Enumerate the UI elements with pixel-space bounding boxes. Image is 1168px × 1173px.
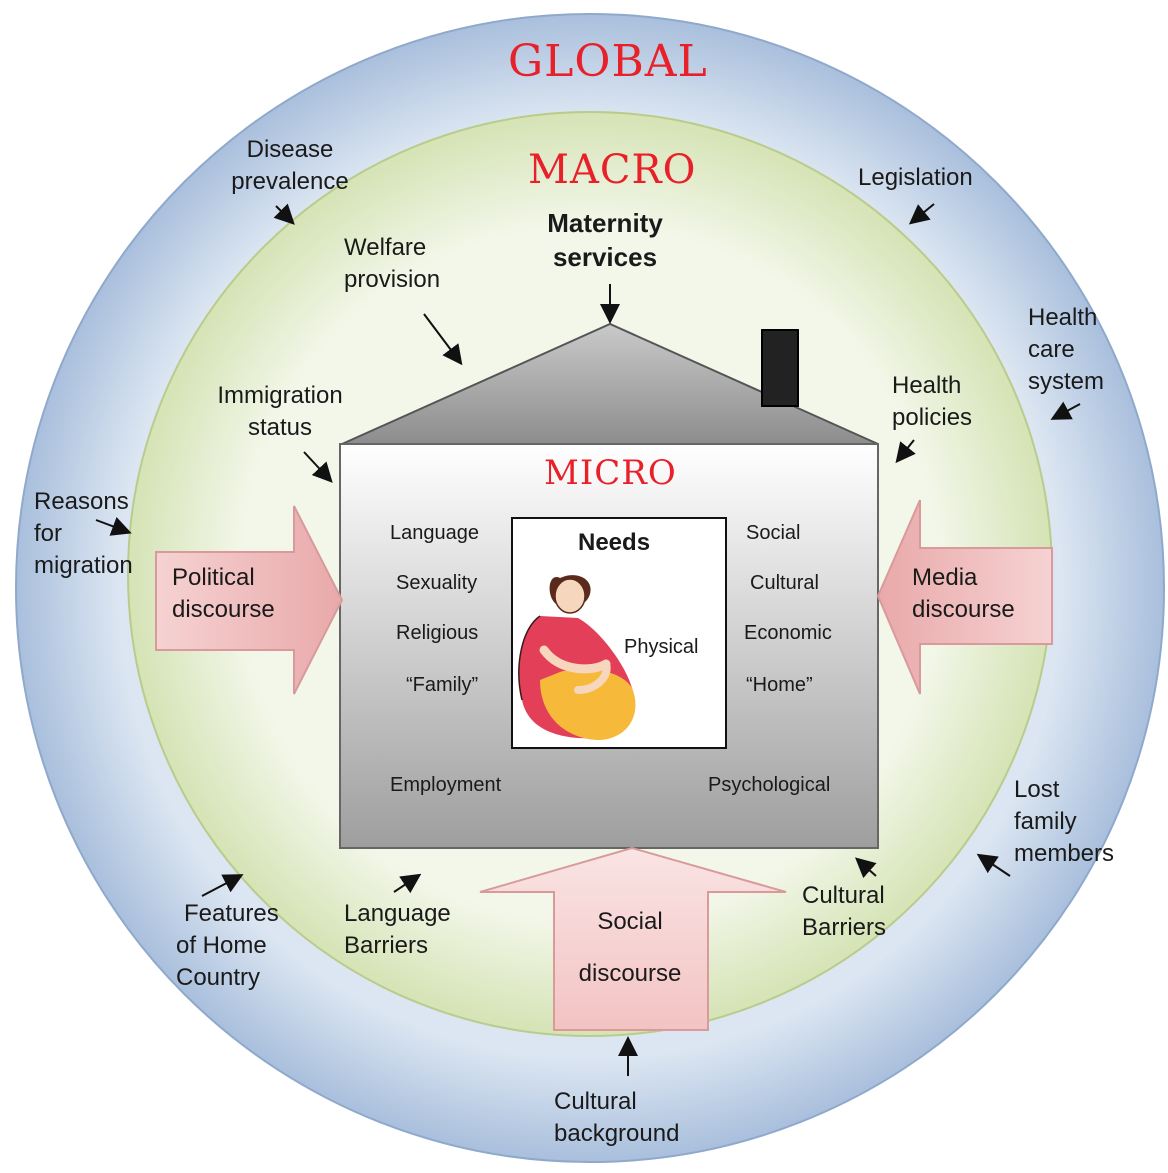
pregnant-woman-icon [518,575,636,740]
label-physical: Physical [624,636,699,658]
label-home: “Home” [746,674,813,696]
label-employment: Employment [390,774,502,796]
label-psychological: Psychological [708,774,831,796]
house-chimney [761,329,799,407]
label-legislation: Legislation [858,164,973,191]
pointer-arrows [95,203,1081,1076]
media-discourse-arrow [876,499,1053,695]
social-discourse-arrow [479,846,787,1031]
label-language: Language [390,522,479,544]
global-title: GLOBAL [508,36,708,87]
label-sexuality: Sexuality [396,572,478,594]
label-family: “Family” [406,674,479,696]
political-discourse-arrow [155,505,344,695]
label-cultural: Cultural [750,572,819,594]
label-social: Social [746,522,801,544]
micro-title: MICRO [544,453,677,493]
label-religious: Religious [396,622,479,644]
needs-title: Needs [578,529,651,556]
macro-title: MACRO [528,147,697,193]
label-economic: Economic [744,622,832,644]
